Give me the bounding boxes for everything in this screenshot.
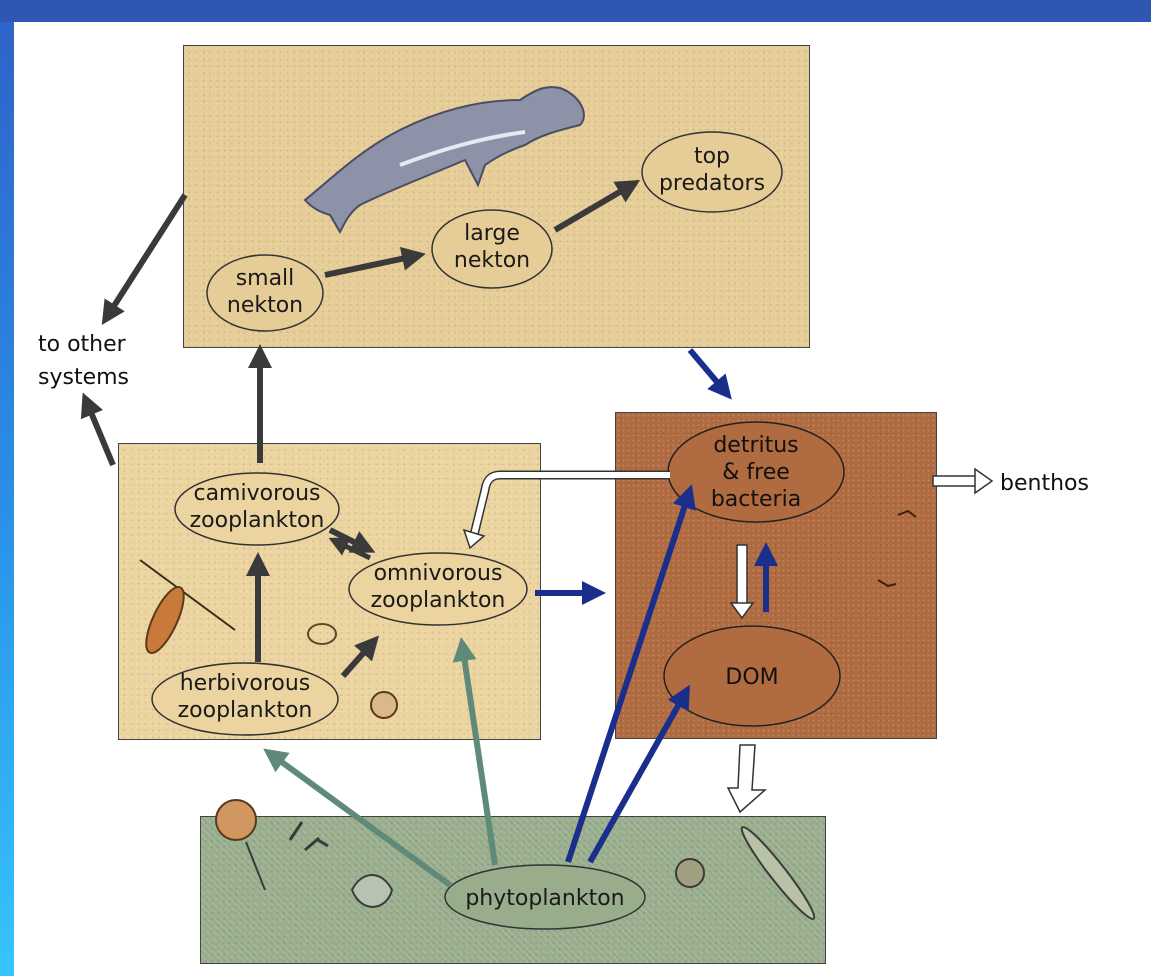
large-nekton-label-1: large [464,221,520,246]
omnivorous-zooplankton-label-2: zooplankton [371,588,506,613]
copepod-illustration [139,560,235,658]
arrow-nekton-to-detritus [690,350,728,395]
top-predators-label-2: predators [659,171,765,196]
arrow-detritus-to-dom [731,545,753,618]
arrow-nekton-to-other-systems [105,195,185,320]
dom-label: DOM [725,665,778,690]
arrow-small-to-large-nekton [325,255,420,275]
arrow-zooplankton-to-other-systems [85,398,113,465]
carnivorous-zooplankton-label-2: zooplankton [190,508,325,533]
arrow-detritus-to-benthos [933,469,992,493]
small-nekton-label-1: small [236,266,295,291]
arrow-phytoplankton-to-herbivorous [268,752,450,885]
arrow-detritus-to-omnivorous [464,475,670,548]
detritus-label-1: detritus [713,433,798,458]
phytoplankton-label: phytoplankton [465,886,624,911]
small-nekton-label-2: nekton [227,293,303,318]
arrow-herbivorous-to-omnivorous [343,640,375,676]
herbivorous-zooplankton-label-2: zooplankton [178,698,313,723]
arrow-phytoplankton-to-omnivorous [462,643,495,865]
arrow-large-nekton-to-top-predators [555,183,635,230]
dolphin-illustration [305,87,584,232]
arrow-detritus-box-down [728,745,765,812]
to-other-systems-label-2: systems [38,365,129,390]
carnivorous-zooplankton-label-1: camivorous [193,481,320,506]
detritus-label-3: bacteria [711,487,801,512]
large-nekton-label-2: nekton [454,248,530,273]
arrow-phytoplankton-to-dom [590,690,687,862]
top-predators-label-1: top [694,144,730,169]
to-other-systems-label-1: to other [38,332,127,357]
herbivorous-zooplankton-label-1: herbivorous [180,671,311,696]
omnivorous-zooplankton-label-1: omnivorous [374,561,503,586]
benthos-label: benthos [1000,471,1089,496]
detritus-label-2: & free [722,460,790,485]
